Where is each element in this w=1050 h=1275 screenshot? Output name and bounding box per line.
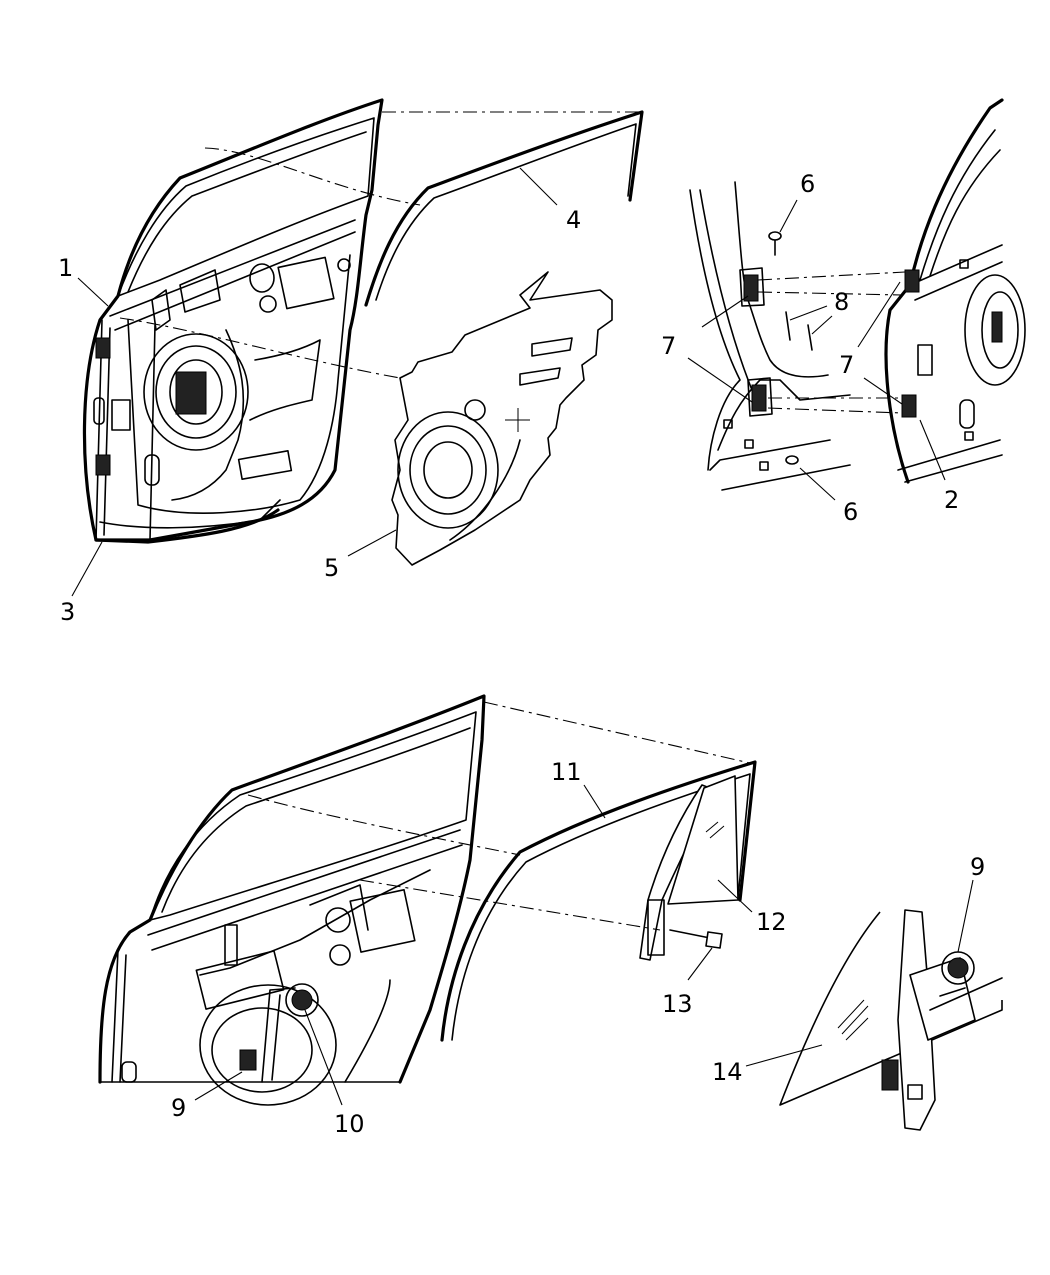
leader-line-7c <box>857 281 901 348</box>
callout-6-top: 6 <box>800 170 815 198</box>
callout-2: 2 <box>944 486 959 514</box>
callout-7-right-upper: 7 <box>839 351 854 379</box>
callout-labels: 1 3 4 5 6 8 7 7 6 2 11 9 12 13 14 9 10 <box>58 170 985 1138</box>
front-door-shell <box>82 98 384 544</box>
leader-line-7d <box>863 377 903 405</box>
callout-9-left: 9 <box>171 1094 186 1122</box>
rear-weatherstrip-guide-line <box>247 794 521 856</box>
hinge-pins <box>785 311 813 351</box>
leader-line-8b <box>811 315 833 335</box>
leader-line-9a <box>957 879 974 953</box>
callout-3: 3 <box>60 598 75 626</box>
fixed-glass-division-channel <box>639 775 739 961</box>
leader-line-6a <box>779 199 798 233</box>
leader-line-4 <box>519 167 558 206</box>
hinge-bolt-top <box>768 231 782 256</box>
front-weatherstrip-guide-line <box>204 147 421 206</box>
front-door-weatherstrip <box>364 110 644 307</box>
callout-leaders <box>71 167 974 1106</box>
watershield-guide-line <box>119 317 401 379</box>
rear-door-shell-partial <box>884 98 1026 484</box>
leader-line-6b <box>799 467 836 501</box>
leader-line-8a <box>789 305 828 321</box>
hinge-guide-line <box>757 291 903 296</box>
rear-door-glass <box>779 911 1003 1106</box>
callout-8: 8 <box>834 288 849 316</box>
b-pillar-body <box>689 181 851 491</box>
leader-line-1 <box>77 277 109 307</box>
leader-line-5 <box>347 529 397 557</box>
hinge-guide-line <box>767 407 903 414</box>
callout-14: 14 <box>712 1058 743 1086</box>
division-channel-bolt <box>669 929 723 949</box>
callout-11: 11 <box>551 758 582 786</box>
callout-13: 13 <box>662 990 693 1018</box>
window-regulator <box>881 909 1003 1131</box>
hinge-bolt-bottom <box>785 455 799 465</box>
hinge-guide-line <box>757 271 906 281</box>
callout-4: 4 <box>566 206 581 234</box>
leader-line-11 <box>583 784 606 819</box>
door-watershield <box>391 271 613 566</box>
callout-6-bottom: 6 <box>843 498 858 526</box>
leader-line-2 <box>919 419 946 481</box>
leader-line-10 <box>304 1009 343 1106</box>
callout-7-left-upper: 7 <box>661 332 676 360</box>
rear-door-shell <box>98 694 486 1106</box>
callout-10: 10 <box>334 1110 365 1138</box>
leader-line-9b <box>194 1071 243 1101</box>
callout-1: 1 <box>58 254 73 282</box>
division-channel-guide-line <box>359 879 661 931</box>
leader-line-13 <box>687 947 713 981</box>
leader-line-7a <box>701 295 749 328</box>
leader-line-7b <box>687 357 753 403</box>
callout-5: 5 <box>324 554 339 582</box>
rear-weatherstrip-guide-line <box>483 701 755 765</box>
rear-door-weatherstrip <box>440 760 757 1042</box>
callout-12: 12 <box>756 908 787 936</box>
callout-9-right: 9 <box>970 853 985 881</box>
leader-line-12 <box>717 879 753 913</box>
leader-line-14 <box>745 1044 823 1067</box>
leader-line-3 <box>71 541 103 597</box>
